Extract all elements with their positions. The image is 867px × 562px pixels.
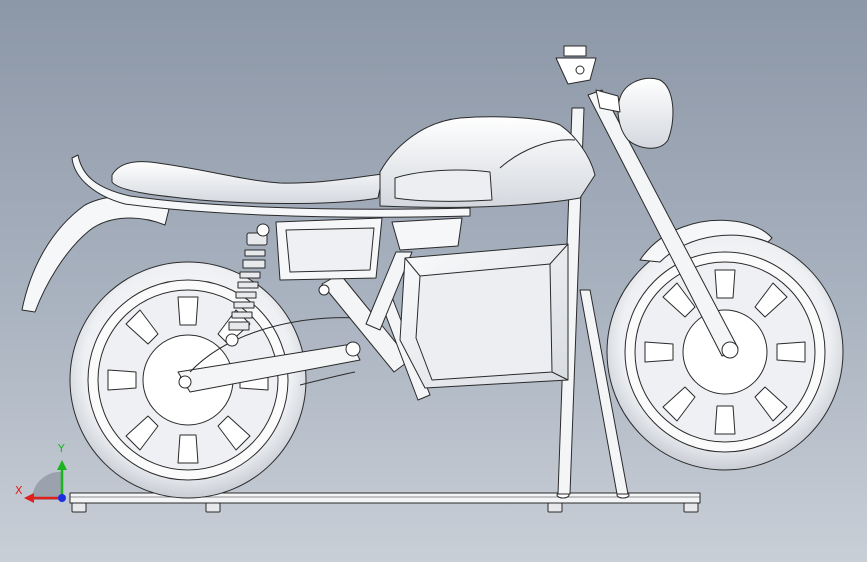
seat-rail [71, 154, 471, 218]
rear-shock [225, 223, 270, 347]
stand-base [69, 491, 701, 513]
stand-uprights [555, 45, 629, 495]
x-axis-label: X [15, 484, 23, 497]
headlight [617, 77, 674, 149]
battery-box [399, 243, 569, 389]
seat [111, 161, 384, 205]
y-axis-label: Y [58, 442, 65, 455]
front-wheel-spokes [644, 269, 806, 435]
front-fender [639, 219, 773, 263]
